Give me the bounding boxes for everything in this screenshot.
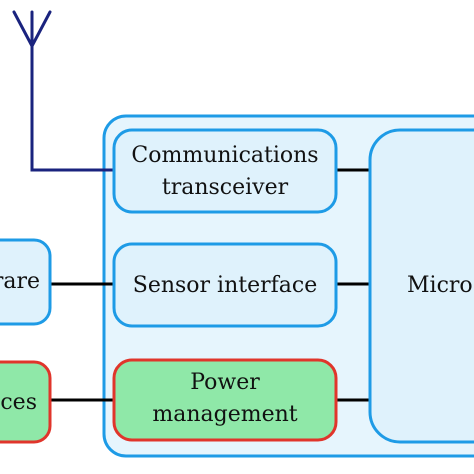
antenna-icon <box>12 10 116 172</box>
microcontroller-block: Micro <box>368 128 474 444</box>
microcontroller-block-label: Micro <box>407 273 473 298</box>
power-management-block: Power management <box>112 358 338 442</box>
sensor-block-label: Sensor interface <box>133 273 318 298</box>
left-top-block-label: rare <box>0 269 40 294</box>
comm-block-line1: Communications <box>131 143 318 168</box>
left-top-block: rare <box>0 238 52 326</box>
communications-transceiver-block: Communications transceiver <box>112 128 338 214</box>
comm-block-line2: transceiver <box>162 175 289 200</box>
power-block-line1: Power <box>190 370 260 395</box>
power-block-line2: management <box>152 402 297 427</box>
left-bottom-block: ces <box>0 360 52 444</box>
sensor-interface-block: Sensor interface <box>112 242 338 328</box>
left-bottom-block-label: ces <box>0 390 37 415</box>
